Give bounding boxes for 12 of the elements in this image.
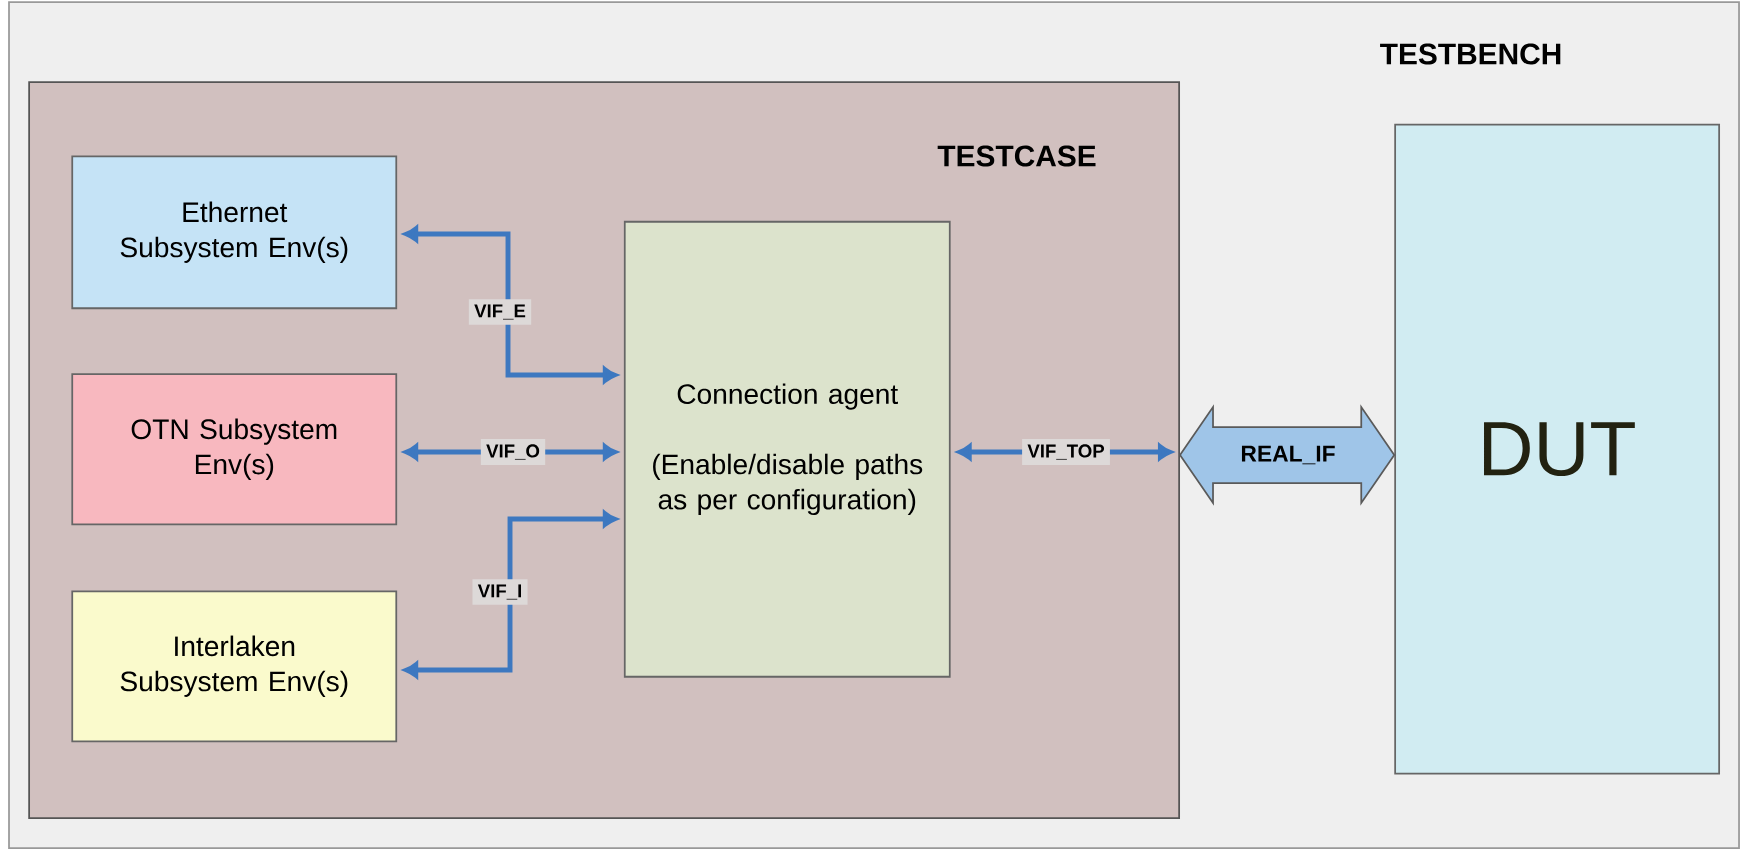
edge-label: VIF_E <box>468 299 532 325</box>
edge-label: VIF_I <box>472 579 528 605</box>
edge-label: REAL_IF <box>1241 445 1335 465</box>
edge-label: VIF_O <box>480 439 546 465</box>
subsystem-box: Interlaken Subsystem Env(s) <box>71 590 398 743</box>
edge-label: VIF_TOP <box>1022 439 1110 465</box>
arrow <box>403 225 618 384</box>
subsystem-box: OTN Subsystem Env(s) <box>71 373 398 526</box>
arrow <box>403 510 618 679</box>
dut-box: DUT <box>1394 123 1721 775</box>
agent-box: Connection agent (Enable/disable paths as per configuration) <box>623 220 951 678</box>
subsystem-box: Ethernet Subsystem Env(s) <box>71 155 398 310</box>
